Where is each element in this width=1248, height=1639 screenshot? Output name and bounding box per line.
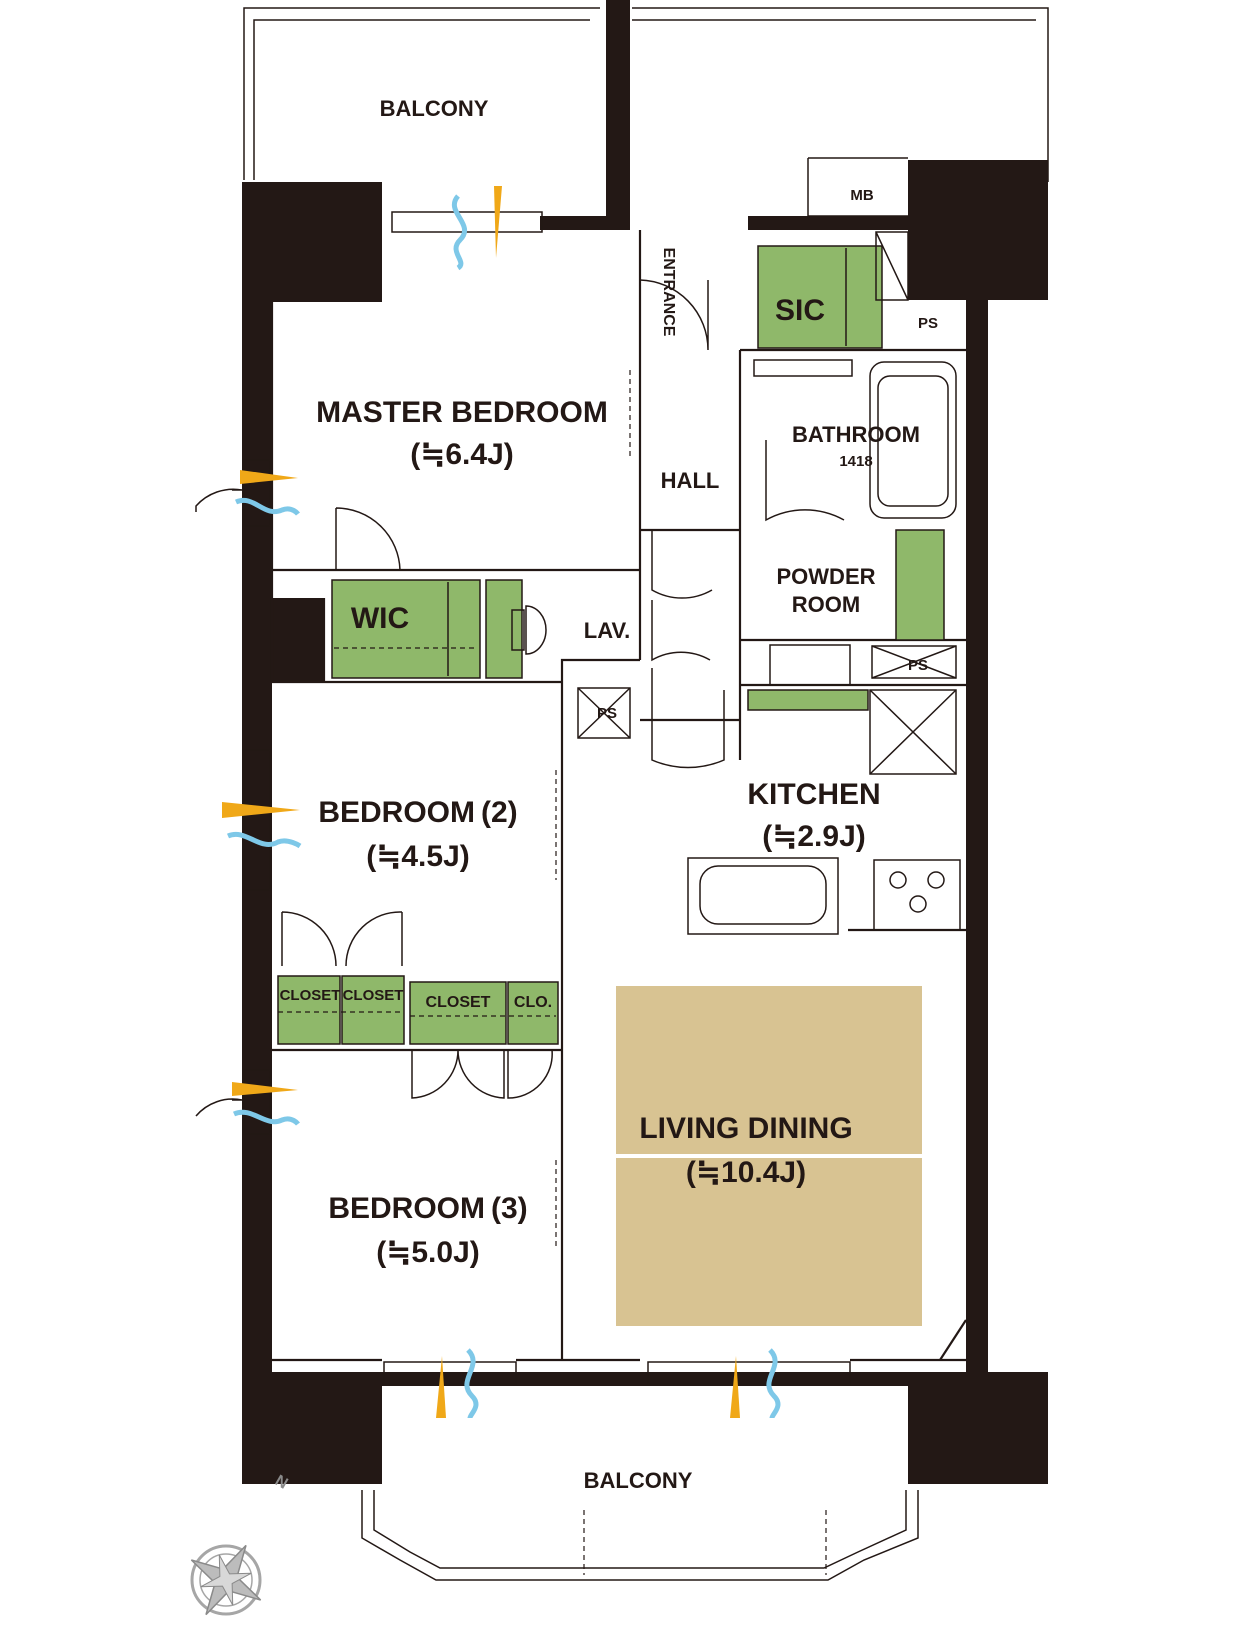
bedroom2-name: BEDROOM (2) — [318, 796, 517, 829]
ps-label-2: PS — [908, 657, 928, 674]
bathroom-code: 1418 — [839, 453, 872, 470]
living-floor — [616, 986, 922, 1326]
balcony-top-outline — [243, 7, 1049, 182]
balcony-top-label: BALCONY — [380, 96, 489, 121]
master-bedroom-size: (≒6.4J) — [410, 438, 514, 471]
bedroom3-size: (≒5.0J) — [376, 1236, 480, 1269]
closet-label-2: CLOSET — [343, 987, 404, 1004]
closet-label-1: CLOSET — [280, 987, 341, 1004]
closet-label-4: CLO. — [514, 994, 552, 1011]
mb-label: MB — [850, 187, 873, 204]
living-dining-name: LIVING DINING — [639, 1112, 852, 1145]
room-labels: BALCONY BALCONY MB ENTRANCE SIC PS MASTE… — [280, 96, 938, 1493]
ps-label-3: PS — [597, 705, 617, 722]
lav-label: LAV. — [584, 618, 630, 643]
airflow-arrows — [222, 186, 781, 1419]
fixtures — [511, 231, 961, 935]
sic-label: SIC — [775, 294, 825, 327]
wic-label: WIC — [351, 602, 409, 635]
entrance-label: ENTRANCE — [660, 248, 677, 337]
hall-label: HALL — [661, 468, 720, 493]
compass-rose-icon: N — [190, 1472, 291, 1616]
windows — [243, 211, 851, 1385]
bedroom3-name: BEDROOM (3) — [328, 1192, 527, 1225]
bathroom-name: BATHROOM — [792, 422, 920, 447]
ps-label-1: PS — [918, 315, 938, 332]
balcony-bottom-outline — [361, 1490, 919, 1581]
powder-room-line1: POWDER — [777, 564, 876, 589]
kitchen-size: (≒2.9J) — [762, 820, 866, 853]
living-dining-size: (≒10.4J) — [686, 1156, 806, 1189]
doors — [195, 279, 845, 1250]
powder-room-line2: ROOM — [792, 592, 860, 617]
kitchen-name: KITCHEN — [747, 778, 880, 811]
master-bedroom-name: MASTER BEDROOM — [316, 396, 608, 429]
balcony-bottom-label: BALCONY — [584, 1468, 693, 1493]
storage-units — [277, 245, 945, 1045]
closet-label-3: CLOSET — [426, 994, 491, 1011]
bedroom2-size: (≒4.5J) — [366, 840, 470, 873]
structure-walls — [242, 0, 1048, 1484]
